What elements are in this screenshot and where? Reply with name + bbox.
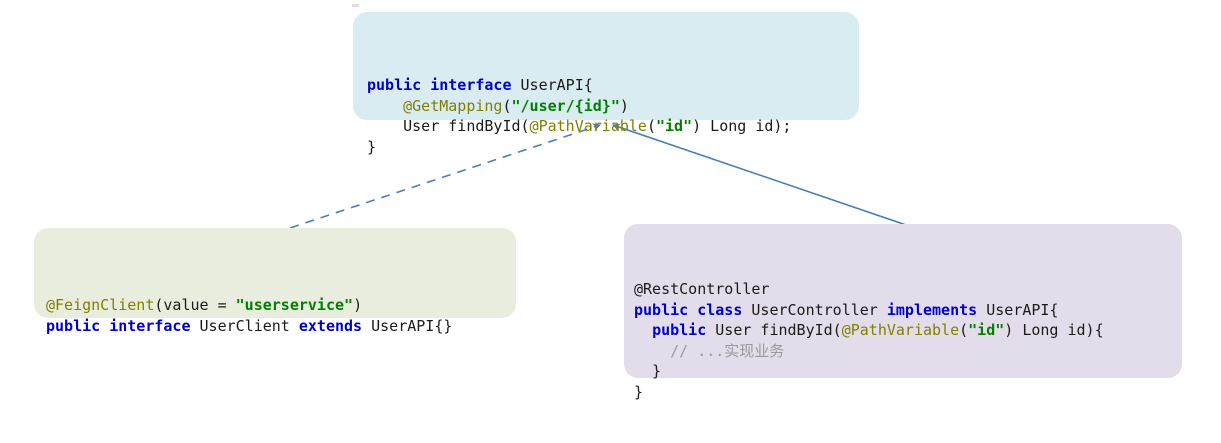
code-line: @RestController [634, 279, 1182, 300]
code-token: UserClient [199, 316, 299, 335]
code-token: UserAPI{ [986, 300, 1059, 319]
code-token: } [367, 137, 377, 156]
code-token: "/user/{id}" [511, 96, 620, 115]
code-token: ) [619, 96, 629, 115]
code-token [367, 97, 403, 115]
code-token [634, 321, 652, 339]
diagram-canvas: public interface UserAPI{ @GetMapping("/… [34, 4, 1182, 401]
code-token: // ...实现业务 [670, 341, 785, 360]
code-lines-user-controller: @RestController public class UserControll… [634, 279, 1182, 402]
code-token: UserAPI{} [371, 316, 453, 335]
code-line: @GetMapping("/user/{id}") [367, 96, 859, 117]
code-line: } [367, 137, 859, 158]
code-line: } [634, 382, 1182, 403]
code-token: @FeignClient [46, 296, 155, 314]
code-token: UserController [751, 300, 887, 319]
code-token: ( [502, 96, 512, 115]
code-token: @PathVariable [529, 117, 647, 135]
code-token: UserAPI{ [520, 76, 593, 94]
code-lines-user-api: public interface UserAPI{ @GetMapping("/… [367, 75, 859, 157]
code-token: public interface [46, 316, 200, 335]
code-token: public class [634, 300, 752, 319]
code-token: ) Long id); [692, 117, 792, 135]
code-line: } [634, 361, 1182, 382]
code-token: public interface [367, 76, 521, 94]
code-token: implements [886, 300, 987, 319]
code-line: User findById(@PathVariable("id") Long i… [367, 116, 859, 137]
code-token: } [634, 382, 644, 401]
code-token: ( [646, 117, 656, 135]
code-token: @PathVariable [841, 321, 960, 339]
code-token [634, 342, 670, 360]
code-block-user-api: public interface UserAPI{ @GetMapping("/… [353, 12, 859, 156]
code-line: public class UserController implements U… [634, 300, 1182, 321]
code-token: User findById( [367, 117, 530, 135]
code-lines-user-client: @FeignClient(value = "userservice")publi… [46, 295, 516, 336]
code-token: ( [959, 321, 969, 339]
code-token: @GetMapping [403, 96, 503, 115]
code-token: } [634, 362, 662, 380]
code-token: (value = [154, 296, 236, 314]
code-token: "id" [656, 117, 693, 135]
code-token: extends [298, 316, 372, 335]
code-line: // ...实现业务 [634, 341, 1182, 362]
code-block-user-controller: @RestController public class UserControll… [624, 224, 1182, 401]
code-token: ) [353, 296, 363, 314]
code-line: public interface UserClient extends User… [46, 316, 516, 337]
code-line: public interface UserAPI{ [367, 75, 859, 96]
code-line: @FeignClient(value = "userservice") [46, 295, 516, 316]
code-token: public [652, 321, 716, 339]
code-token: "id" [968, 321, 1005, 339]
code-token: "userservice" [235, 296, 354, 314]
code-block-user-client: @FeignClient(value = "userservice")publi… [34, 228, 516, 335]
code-token: ) Long id){ [1004, 321, 1104, 339]
code-line: public User findById(@PathVariable("id")… [634, 320, 1182, 341]
code-token: @RestController [634, 280, 770, 298]
code-token: User findById( [715, 321, 842, 339]
stray-pixel-artifact [352, 4, 359, 7]
